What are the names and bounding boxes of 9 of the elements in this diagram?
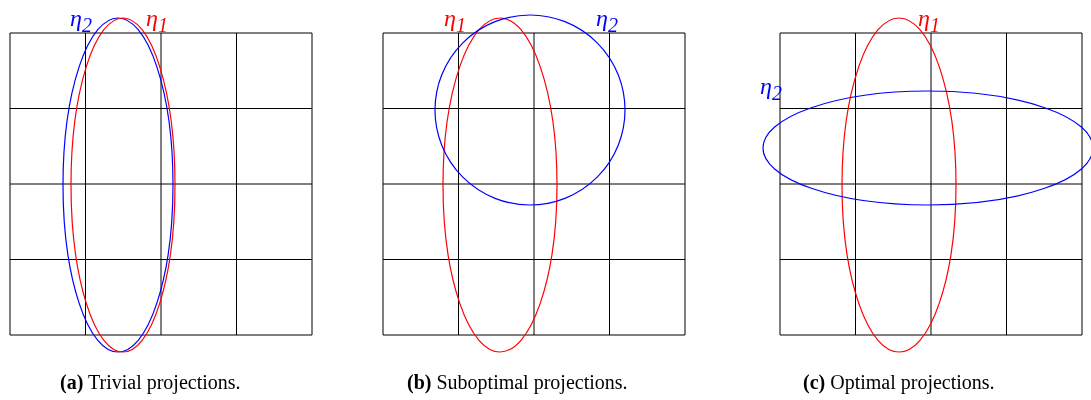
eta-label: η$_{1}$ xyxy=(918,6,940,35)
figure-caption: (b) Suboptimal projections. xyxy=(407,372,628,392)
figure-caption: (a) Trivial projections. xyxy=(60,372,241,392)
eta-label: η$_{2}$ xyxy=(70,6,92,35)
eta-label: η$_{2}$ xyxy=(596,6,618,35)
figure-caption: (c) Optimal projections. xyxy=(803,372,995,392)
eta-label: η$_{1}$ xyxy=(146,6,168,35)
eta-label: η$_{1}$ xyxy=(444,6,466,35)
eta-label: η$_{2}$ xyxy=(760,74,782,103)
